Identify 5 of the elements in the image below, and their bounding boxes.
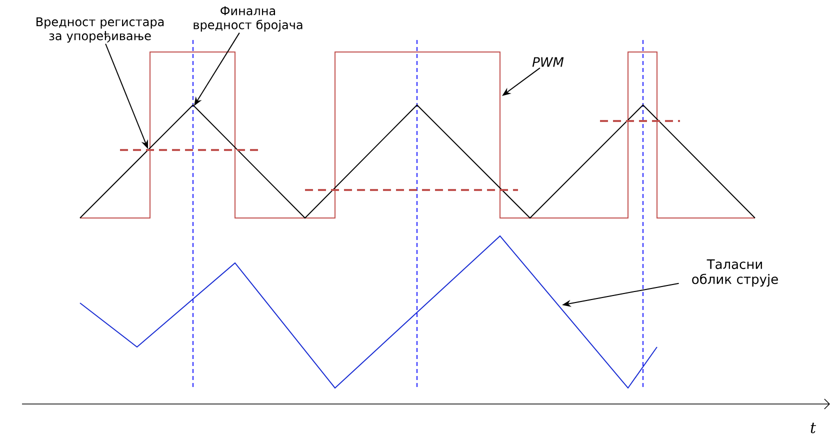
annotation-text: Вредност регистара за упоређивање	[36, 17, 164, 43]
axis-label: t	[810, 422, 816, 434]
annotation-text: PWM	[532, 57, 564, 67]
annotation-text: Финална вредност бројача	[194, 6, 302, 32]
annotation-text: Таласни облик струје	[692, 259, 778, 287]
